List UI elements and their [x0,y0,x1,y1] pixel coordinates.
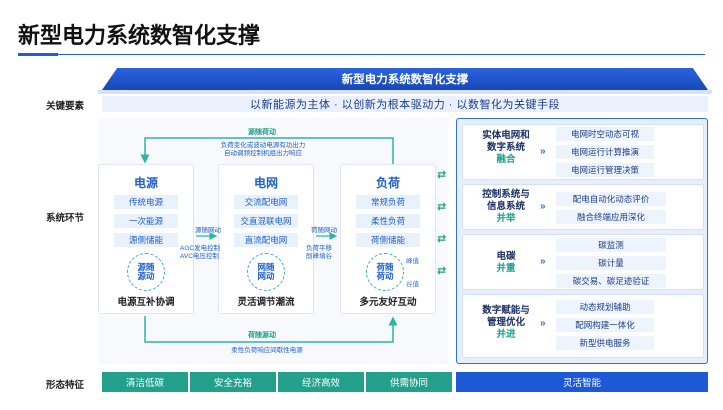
feature-cell-highlight: 灵活智能 [456,372,708,392]
link1-top-label: 源随网动 [195,227,221,234]
chevron-right-icon: » [540,318,546,329]
grid-item: 交直混联电网 [234,214,298,228]
banner-shadow [98,90,712,94]
valley-label: 谷值 [406,281,419,288]
loop-arrows [140,137,398,343]
top-loop-description: 负荷变化或波动电源有功出力 自动调频控制机组出力响应 [220,142,306,158]
load-cycle-icon: 荷随 荷动 [366,253,404,291]
right-chip: 动态规划辅助 [556,300,654,314]
source-column-title: 电源 [133,176,158,190]
feature-cell: 安全充裕 [190,372,276,392]
right-chip: 配电自动化动态评价 [556,192,666,206]
bidirectional-arrow-icon: ⇄ [437,233,447,245]
title-highlight: 并举 [496,212,516,224]
title-highlight: 融合 [496,153,516,165]
grid-column-title: 电网 [253,176,278,190]
row-label-key-elements: 关键要素 [46,101,85,112]
chevron-right-icon: » [540,201,546,212]
grid-column-caption: 灵活调节潮流 [237,297,295,308]
bidirectional-arrow-icon: ⇄ [437,201,447,213]
page-title: 新型电力系统数智化支撑 [18,23,261,48]
feature-cell: 供需协同 [366,372,452,392]
feature-cell: 清洁低碳 [102,372,188,392]
title-divider [18,54,705,55]
source-item: 传统电源 [114,195,178,209]
chevron-right-icon: » [540,256,546,267]
source-item: 源侧储能 [114,233,178,247]
row-label-system-links: 系统环节 [46,213,85,224]
right-chip: 配网构建一体化 [556,318,654,332]
title-line: 信息系统 [486,200,525,212]
feature-cell: 经济高效 [278,372,364,392]
peak-label: 峰值 [406,258,419,265]
load-item: 柔性负荷 [356,214,420,228]
title-line: 电碳 [496,251,516,262]
grid-cycle-icon: 网随 网动 [247,253,285,291]
right-chip: 碳交易、碳足迹验证 [556,274,666,288]
chevron-right-icon: » [540,146,546,157]
right-chip: 新型供电服务 [556,336,654,350]
link1-bottom-label: AGC发电控制 AVC电压控制 [180,245,221,261]
load-column-caption: 多元友好互动 [359,297,417,308]
link2-bottom-label: 负荷平移 削峰填谷 [306,245,332,261]
right-chip: 电网运行管理决策 [556,163,654,177]
load-column-title: 负荷 [375,176,400,190]
right-chip: 碳计量 [556,256,666,270]
right-chip: 融合终端应用深化 [556,210,666,224]
title-highlight: 并重 [496,262,516,274]
link2-top-label: 荷随网动 [311,227,337,234]
right-section-title: 控制系统与 信息系统 并举 [466,189,546,225]
right-section-title: 电碳 并重 [466,251,546,275]
source-column-caption: 电源互补协调 [117,297,175,308]
title-accent [18,53,58,56]
grid-item: 交流配电网 [234,195,298,209]
right-section-title: 实体电网和 数字系统 融合 [466,130,546,166]
title-line: 管理优化 [486,316,525,328]
bottom-loop-description: 柔性负荷响应间歇性电源 [231,347,303,354]
title-line: 数字赋能与 [482,305,530,316]
title-line: 数字系统 [486,141,525,153]
load-item: 荷侧储能 [356,233,420,247]
title-line: 控制系统与 [482,189,530,200]
bottom-loop-label: 荷随源动 [248,332,276,339]
title-line: 实体电网和 [482,130,530,141]
row-label-features: 形态特征 [46,380,85,391]
top-loop-label: 源随荷动 [248,129,276,136]
bidirectional-arrow-icon: ⇄ [437,169,447,181]
source-cycle-icon: 源随 源动 [127,253,165,291]
right-chip: 电网时空动态可视 [556,127,654,141]
load-item: 常规负荷 [356,195,420,209]
source-item: 一次能源 [114,214,178,228]
bidirectional-arrow-icon: ⇄ [437,265,447,277]
right-chip: 碳监测 [556,238,666,252]
title-highlight: 并进 [496,328,516,340]
grid-item: 直流配电网 [234,233,298,247]
diagram-banner: 新型电力系统数智化支撑 [102,68,708,90]
right-section-title: 数字赋能与 管理优化 并进 [466,305,546,341]
right-chip: 电网运行计算推演 [556,145,654,159]
key-elements-text: 以新能源为主体 · 以创新为根本驱动力 · 以数智化为关键手段 [102,96,708,112]
